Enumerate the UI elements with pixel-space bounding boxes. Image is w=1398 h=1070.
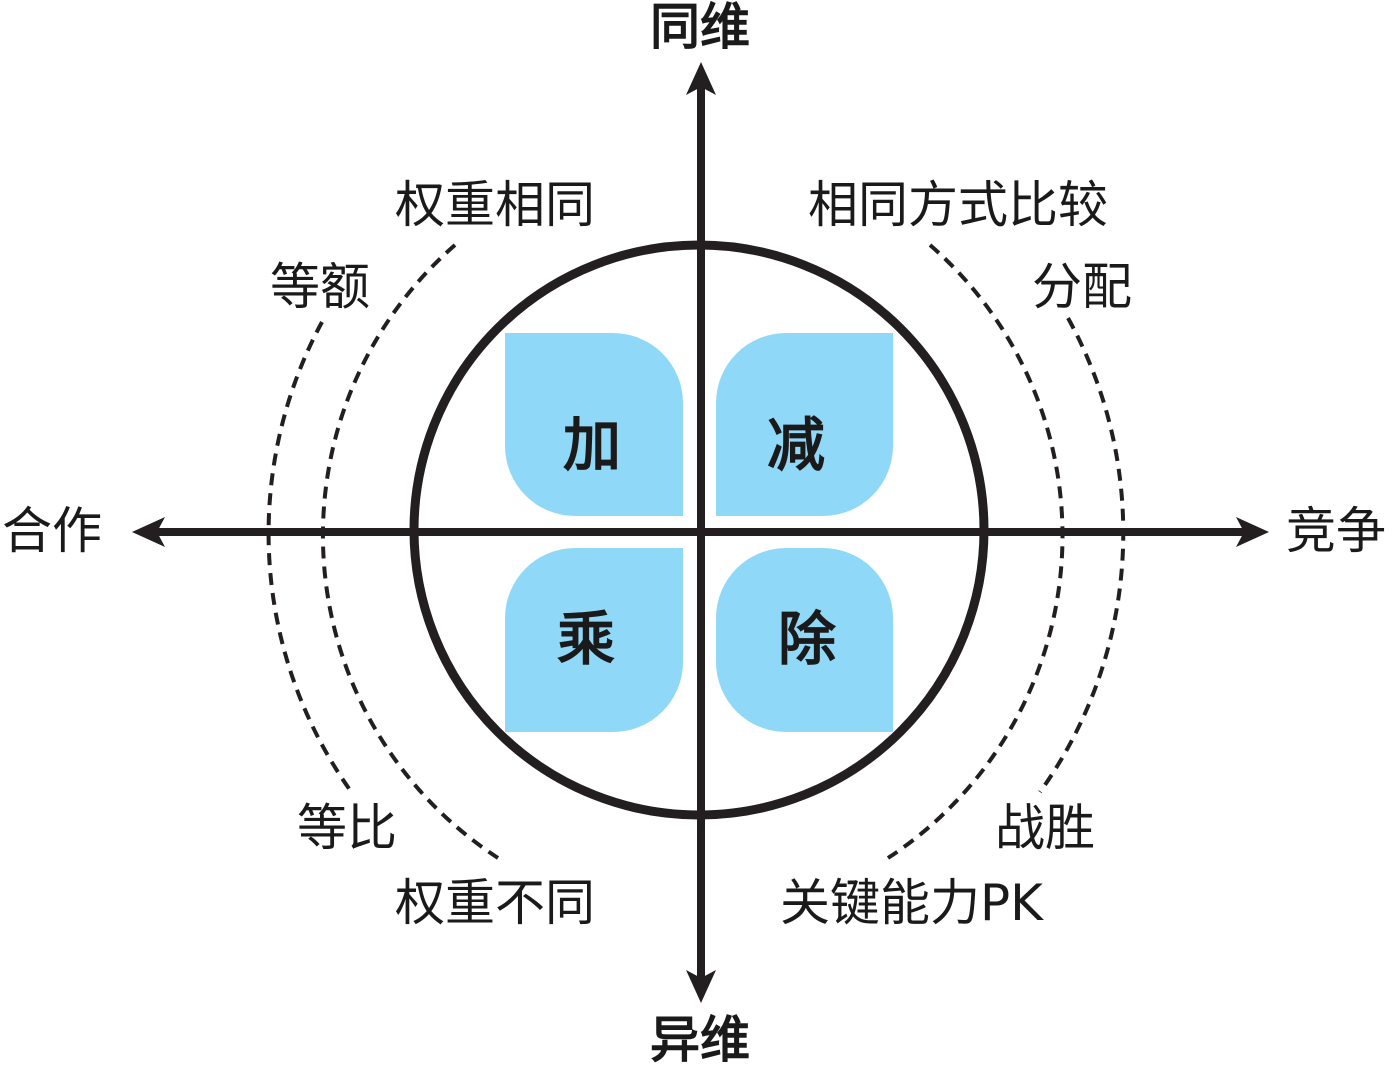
quadrant-divide-shape [716,548,893,732]
dashed-arc-right-outer [1038,317,1126,794]
arrow-right-icon [1236,517,1269,547]
quadrant-multiply-shape [505,548,683,732]
quadrant-label-add: 加 [563,411,622,479]
dashed-arc-left-inner [320,243,500,860]
dashed-arc-left-outer [266,321,352,792]
axis-label-top: 同维 [650,0,750,56]
arc-label-defeat: 战胜 [995,799,1095,857]
arc-label-different-weight: 权重不同 [395,874,595,932]
quadrant-label-divide: 除 [778,605,837,673]
axis-label-right: 竞争 [1286,502,1386,560]
quadrant-add-shape [505,333,683,516]
arrow-down-icon [686,970,716,1003]
quadrant-subtract-shape [716,333,893,516]
axis-label-left: 合作 [2,502,102,560]
axis-label-bottom: 异维 [650,1011,750,1069]
arc-label-key-ability-pk: 关键能力PK [780,874,1043,932]
arc-label-distribution: 分配 [1032,258,1132,316]
arc-label-equal-amount: 等额 [270,258,370,316]
arc-label-equal-weight: 权重相同 [395,176,595,234]
arc-label-proportional: 等比 [297,799,397,857]
arrow-up-icon [686,62,716,95]
quadrant-label-multiply: 乘 [557,605,616,673]
quadrant-label-subtract: 减 [767,411,826,479]
arrow-left-icon [132,517,165,547]
dashed-arc-right-inner [886,243,1065,860]
arc-label-same-comparison: 相同方式比较 [808,176,1108,234]
